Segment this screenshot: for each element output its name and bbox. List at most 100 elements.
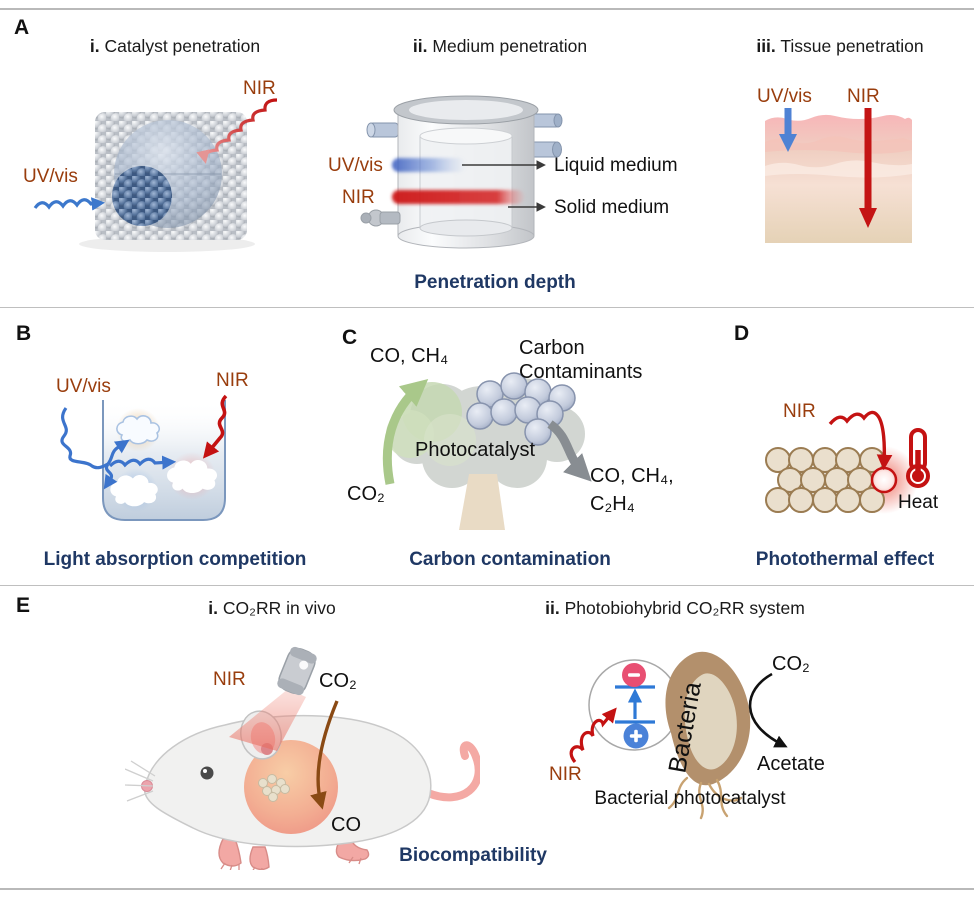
contaminants-label-line1: Carbon xyxy=(519,337,585,359)
subtitle-catalyst-penetration: i. Catalyst penetration xyxy=(55,36,295,57)
carbon-contamination-illustration: CO, CH₄ Carbon Contaminants CO₂ Photocat… xyxy=(347,337,674,530)
nir-label: NIR xyxy=(243,78,276,99)
flagella xyxy=(667,776,743,820)
panel-label-e: E xyxy=(16,594,31,617)
caption-carbon-contamination: Carbon contamination xyxy=(409,549,611,570)
panel-label-c: C xyxy=(342,326,358,349)
uvvis-label: UV/vis xyxy=(23,166,78,187)
mouse-toes xyxy=(220,856,362,870)
carbon-contaminant-cluster xyxy=(466,372,576,446)
subtitle-text: CO₂RR in vivo xyxy=(222,598,336,618)
subtitle-text: Catalyst penetration xyxy=(104,36,261,56)
mouse-tail xyxy=(424,741,480,802)
nir-label: NIR xyxy=(783,401,816,422)
nir-label: NIR xyxy=(213,669,246,690)
products-right-label-line2: C₂H₄ xyxy=(590,493,635,515)
subtitle-photobiohybrid: ii. Photobiohybrid CO₂RR system xyxy=(515,598,835,619)
catalyst-cube xyxy=(95,112,247,240)
panel-label-b: B xyxy=(16,322,32,345)
solid-medium-label: Solid medium xyxy=(554,197,669,218)
divider-row1 xyxy=(0,307,974,308)
panel-label-a: A xyxy=(14,16,30,39)
photocatalyst-label: Photocatalyst xyxy=(415,439,536,461)
subtitle-text: Tissue penetration xyxy=(780,36,924,56)
heat-label: Heat xyxy=(898,492,939,513)
photobiohybrid-illustration: Bacteria NIR CO₂ Acetate xyxy=(549,651,825,820)
nir-label: NIR xyxy=(216,370,249,391)
acetate-label: Acetate xyxy=(757,753,825,775)
electron-icon xyxy=(622,663,646,687)
products-right-label-line1: CO, CH₄, xyxy=(590,465,674,487)
subtitle-tissue-penetration: iii. Tissue penetration xyxy=(720,36,960,57)
dark-core xyxy=(112,166,172,226)
nir-lamp-icon xyxy=(277,646,317,696)
nanoparticle-lattice xyxy=(765,447,885,513)
catalyst-penetration-illustration: NIR UV/vis xyxy=(23,78,278,252)
contaminant-product-arrow-icon xyxy=(547,420,592,482)
uvvis-beam xyxy=(392,158,466,172)
subtitle-text: Photobiohybrid CO₂RR system xyxy=(564,598,805,618)
reactor-vessel xyxy=(393,95,539,249)
divider-top xyxy=(0,8,974,10)
subtitle-prefix: ii. xyxy=(412,36,428,56)
bacterium xyxy=(665,651,751,786)
nir-arrowhead xyxy=(859,208,877,228)
subtitle-co2rr-in-vivo: i. CO₂RR in vivo xyxy=(152,598,392,619)
co2-label: CO₂ xyxy=(347,483,385,505)
nir-wavy-arrow-icon xyxy=(569,707,617,764)
eye-glint xyxy=(203,769,207,773)
uvvis-arrowhead xyxy=(779,134,797,152)
photothermal-illustration: NIR Heat xyxy=(765,401,939,514)
subtitle-medium-penetration: ii. Medium penetration xyxy=(380,36,620,57)
nir-label: NIR xyxy=(549,764,582,785)
reactor-port-right-top xyxy=(531,113,563,128)
heated-particle xyxy=(870,466,898,494)
co2-to-acetate-arrow-icon xyxy=(748,672,788,748)
co2rr-in-vivo-illustration: NIR CO₂ CO xyxy=(125,646,480,870)
catalyst-particles xyxy=(258,774,290,802)
divider-bottom xyxy=(0,888,974,890)
co2-label: CO₂ xyxy=(772,653,810,675)
medium-penetration-illustration: UV/vis NIR Liquid medium Solid medium xyxy=(328,95,678,249)
light-absorption-illustration: UV/vis NIR xyxy=(56,370,249,521)
caption-light-absorption: Light absorption competition xyxy=(43,549,307,570)
caption-biocompatibility: Biocompatibility xyxy=(399,845,547,866)
panel-label-d: D xyxy=(734,322,750,345)
co2rr-product-arrow-icon xyxy=(382,378,429,485)
co-label: CO xyxy=(331,814,361,836)
subtitle-prefix: iii. xyxy=(756,36,776,56)
products-left-label: CO, CH₄ xyxy=(370,345,448,367)
uvvis-label: UV/vis xyxy=(56,376,111,397)
caption-bacterial-photocatalyst: Bacterial photocatalyst xyxy=(594,788,786,809)
nir-beam xyxy=(392,190,524,204)
thermometer-icon xyxy=(906,428,930,488)
hole-icon xyxy=(623,723,649,749)
mouse-whiskers xyxy=(125,760,156,802)
nir-label: NIR xyxy=(847,86,880,107)
photocatalyst-canopy xyxy=(386,378,585,488)
reactor-port-left xyxy=(366,122,399,138)
uvvis-label: UV/vis xyxy=(757,86,812,107)
photocatalyst-trunk xyxy=(459,474,505,530)
divider-row2 xyxy=(0,585,974,586)
reactor-valve xyxy=(360,209,401,227)
nir-wavy-arrow-icon xyxy=(202,394,228,459)
treatment-region xyxy=(244,740,338,834)
caption-penetration-depth: Penetration depth xyxy=(414,272,576,293)
subtitle-prefix: i. xyxy=(208,598,219,618)
liquid-medium-label: Liquid medium xyxy=(554,155,678,176)
uvvis-wavy-arrow-icon xyxy=(33,197,106,211)
tissue-penetration-illustration: UV/vis NIR xyxy=(757,86,912,243)
uvvis-label: UV/vis xyxy=(328,155,383,176)
contaminants-label-line2: Contaminants xyxy=(519,361,642,383)
uvvis-scatter-arrows-icon xyxy=(60,407,177,490)
co2-to-co-arrow-icon xyxy=(310,700,339,810)
nir-wavy-arrow-icon xyxy=(828,410,893,471)
nir-light-beam xyxy=(229,689,306,751)
nir-wavy-arrow-icon xyxy=(196,98,278,164)
subtitle-prefix: ii. xyxy=(545,598,560,618)
caption-photothermal: Photothermal effect xyxy=(755,549,935,570)
mouse-eye xyxy=(200,766,214,780)
co2-label: CO₂ xyxy=(319,670,357,692)
subtitle-text: Medium penetration xyxy=(432,36,588,56)
